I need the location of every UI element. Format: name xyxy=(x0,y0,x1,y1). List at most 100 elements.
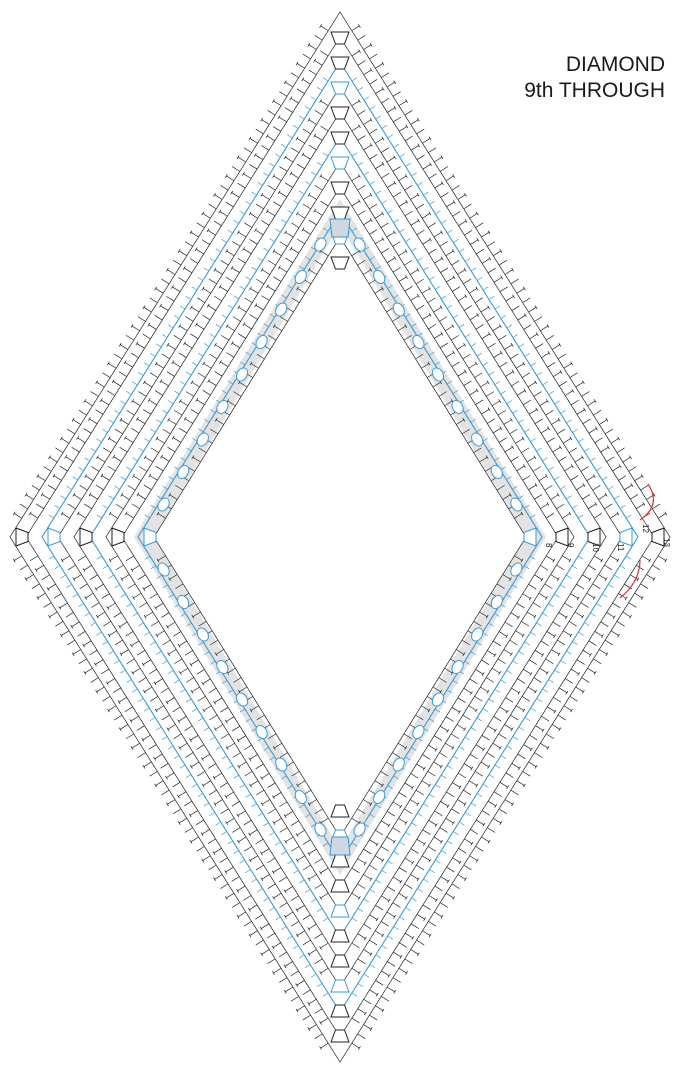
stitch-mark xyxy=(400,154,405,157)
stitch-crossbar xyxy=(160,455,162,458)
stitch-mark xyxy=(499,335,507,340)
stitch-mark xyxy=(133,613,138,616)
stitch-mark xyxy=(121,594,126,597)
stitch-crossbar xyxy=(370,143,372,146)
stitch-crossbar xyxy=(237,739,239,742)
stitch-mark xyxy=(387,886,395,891)
stitch-mark xyxy=(214,221,222,226)
stitch-mark xyxy=(84,565,92,570)
stitch-mark xyxy=(299,191,304,194)
stitch-mark xyxy=(393,952,401,957)
stitch-mark xyxy=(530,632,535,635)
stitch-crossbar xyxy=(160,304,162,307)
stitch-mark xyxy=(215,345,223,350)
stitch-crossbar xyxy=(411,786,413,789)
stitch-mark xyxy=(222,315,227,318)
stitch-mark xyxy=(546,335,554,340)
stitch-mark xyxy=(48,485,56,490)
stitch-mark xyxy=(562,556,570,561)
stitch-mark xyxy=(464,381,472,386)
stitch-mark xyxy=(422,856,430,861)
stitch-crossbar xyxy=(48,456,50,459)
stitch-crossbar xyxy=(429,238,431,241)
stitch-mark xyxy=(167,372,175,377)
stitch-crossbar xyxy=(364,1012,366,1015)
stitch-crossbar xyxy=(89,493,91,496)
stitch-mark xyxy=(197,223,205,228)
stitch-mark xyxy=(156,344,161,347)
stitch-mark xyxy=(537,372,542,375)
stitch-mark xyxy=(475,298,483,303)
stitch-mark xyxy=(452,783,460,788)
stitch-mark xyxy=(156,603,164,608)
stitch-mark xyxy=(144,382,152,387)
stitch-mark xyxy=(470,679,478,684)
stitch-mark xyxy=(268,260,276,265)
stitch-mark xyxy=(137,344,145,349)
stitch-crossbar xyxy=(41,493,43,496)
stitch-crossbar xyxy=(47,587,49,590)
stitch-mark xyxy=(216,822,221,825)
stitch-mark xyxy=(108,603,116,608)
stitch-mark xyxy=(275,842,280,845)
stitch-mark xyxy=(273,943,281,948)
stitch-mark xyxy=(499,438,507,443)
stitch-mark xyxy=(435,886,443,891)
stitch-mark xyxy=(358,61,366,66)
stitch-mark xyxy=(226,867,234,872)
stitch-crossbar xyxy=(219,285,221,288)
stitch-mark xyxy=(234,296,239,299)
stitch-mark xyxy=(291,248,299,253)
stitch-mark xyxy=(315,859,323,864)
stitch-mark xyxy=(446,893,454,898)
stitch-crossbar xyxy=(358,99,360,102)
stitch-crossbar xyxy=(500,821,502,824)
stitch-crossbar xyxy=(214,728,216,731)
stitch-mark xyxy=(381,173,389,178)
stitch-mark xyxy=(245,298,253,303)
stitch-mark xyxy=(370,965,375,968)
stitch-mark xyxy=(232,903,240,908)
stitch-mark xyxy=(139,467,147,472)
stitch-mark xyxy=(511,279,519,284)
stitch-crossbar xyxy=(273,821,275,824)
stitch-mark xyxy=(487,828,495,833)
stitch-mark xyxy=(78,513,86,518)
stitch-mark xyxy=(364,950,372,955)
stitch-crossbar xyxy=(435,823,437,826)
inner-corner-top xyxy=(330,219,350,237)
stitch-mark xyxy=(624,485,632,490)
stitch-mark xyxy=(451,335,459,340)
stitch-crossbar xyxy=(278,266,280,269)
stitch-mark xyxy=(605,429,613,434)
stitch-crossbar xyxy=(184,342,186,345)
stitch-mark xyxy=(494,716,502,721)
stitch-mark xyxy=(84,428,92,433)
stitch-mark xyxy=(446,792,454,797)
stitch-mark xyxy=(297,164,305,169)
stitch-crossbar xyxy=(109,512,111,515)
stitch-crossbar xyxy=(109,559,111,562)
stitch-mark xyxy=(364,97,369,100)
stitch-mark xyxy=(482,259,490,264)
stitch-crossbar xyxy=(144,615,146,618)
stitch-mark xyxy=(445,326,453,331)
stitch-mark xyxy=(42,494,50,499)
stitch-mark xyxy=(542,613,547,616)
stitch-mark xyxy=(220,884,228,889)
stitch-crossbar xyxy=(459,861,461,864)
stitch-mark xyxy=(120,447,128,452)
stitch-mark xyxy=(400,229,405,232)
stitch-mark xyxy=(144,584,152,589)
stitch-mark xyxy=(285,912,293,917)
stitch-crossbar xyxy=(499,746,501,749)
stitch-mark xyxy=(156,466,164,471)
stitch-mark xyxy=(186,678,194,683)
stitch-mark xyxy=(234,220,239,223)
stitch-mark xyxy=(60,466,68,471)
stitch-mark xyxy=(305,965,310,968)
stitch-mark xyxy=(411,248,416,251)
stitch-mark xyxy=(132,743,140,748)
stitch-mark xyxy=(228,841,233,844)
stitch-mark xyxy=(382,946,387,949)
